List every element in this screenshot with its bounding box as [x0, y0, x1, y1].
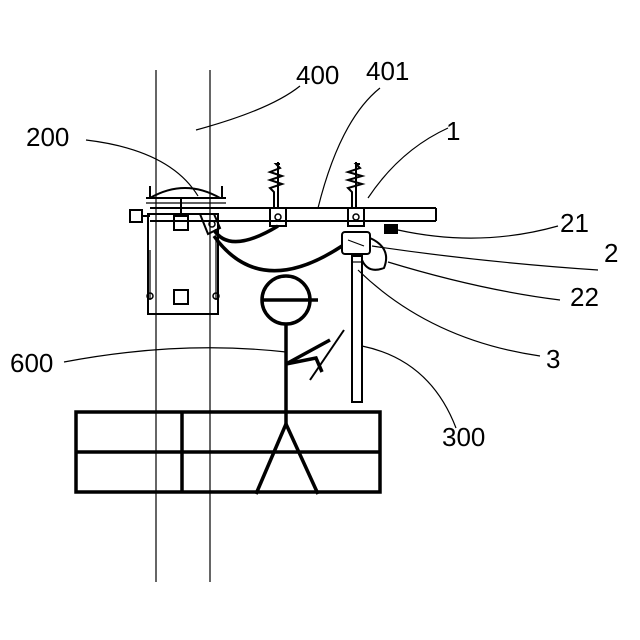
work-platform	[76, 412, 380, 492]
label-21: 21	[560, 208, 589, 238]
operating-rod	[352, 256, 362, 402]
leader-lines	[64, 86, 598, 428]
cutout-insulator	[348, 162, 364, 226]
label-400: 400	[296, 60, 339, 90]
worker-figure	[256, 276, 344, 494]
connecting-device	[342, 232, 386, 270]
label-300: 300	[442, 422, 485, 452]
label-22: 22	[570, 282, 599, 312]
lead-wires	[214, 226, 342, 271]
label-2: 2	[604, 238, 618, 268]
transformer	[130, 186, 226, 314]
label-1: 1	[446, 116, 460, 146]
label-3: 3	[546, 344, 560, 374]
clamp-block	[384, 224, 398, 234]
label-401: 401	[366, 56, 409, 86]
utility-pole	[156, 70, 210, 582]
label-600: 600	[10, 348, 53, 378]
pin-insulator	[270, 162, 286, 226]
label-200: 200	[26, 122, 69, 152]
